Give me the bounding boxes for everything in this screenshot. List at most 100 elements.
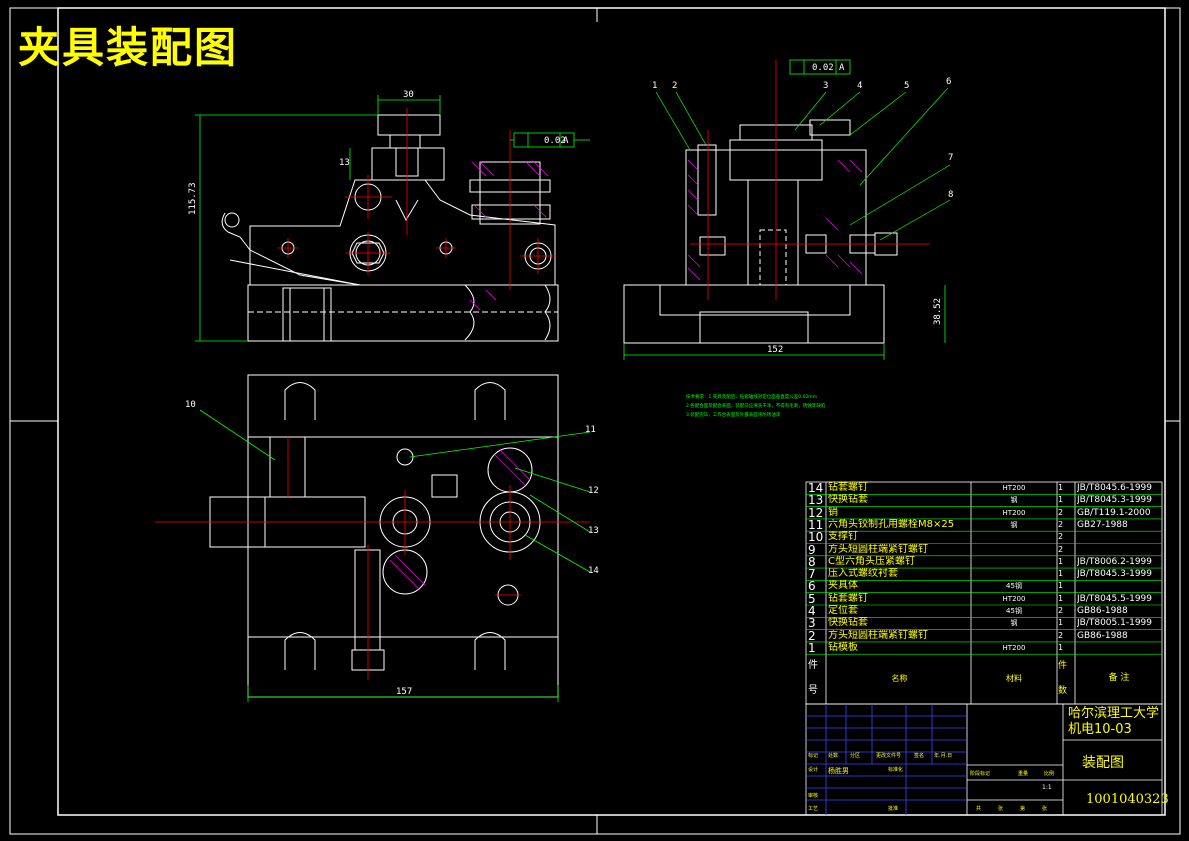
title-block-grid [805, 703, 1163, 816]
dim-top-width: 30 [403, 90, 414, 100]
part-name: 六角头铰制孔用螺栓M8×25 [828, 518, 955, 530]
part-qty: 1 [1058, 556, 1064, 566]
callout-14: 14 [588, 566, 599, 576]
part-qty: 1 [1058, 593, 1064, 603]
part-mat: 45钢 [1006, 607, 1022, 615]
dim-bottom-width: 157 [396, 687, 413, 697]
part-name: 定位套 [828, 605, 858, 616]
tb-label-stage: 阶段标记 [970, 771, 991, 777]
tb-label-ratio: 比例 [1044, 771, 1055, 777]
drawing-name: 装配图 [1082, 755, 1124, 771]
part-std: JB/T8045.3-1999 [1077, 569, 1153, 580]
part-qty: 1 [1058, 495, 1064, 505]
front-view-hatch [469, 161, 549, 311]
tolerance-value-1: 0.02 [544, 136, 566, 146]
scale-value: 1:1 [1042, 784, 1052, 791]
plan-view [209, 374, 559, 698]
part-std: GB27-1988 [1077, 519, 1128, 530]
part-no: 8 [808, 555, 816, 569]
part-mat: HT200 [1002, 508, 1026, 517]
part-qty: 1 [1058, 581, 1064, 591]
front-view-dims [195, 95, 590, 342]
tb-label-date: 年.月.日 [934, 753, 953, 759]
tb-label-approve: 批准 [888, 806, 899, 812]
part-no: 6 [808, 580, 816, 593]
part-no: 13 [808, 494, 824, 507]
part-no: 3 [808, 617, 816, 630]
side-view-leaders [655, 87, 951, 241]
part-name: C型六角头压紧螺钉 [828, 555, 915, 567]
part-name: 销 [828, 506, 838, 518]
table-header-qty: 件数 [1058, 661, 1068, 697]
table-header-remark: 备 注 [1108, 673, 1130, 684]
part-qty: 1 [1058, 569, 1064, 579]
part-mat: HT200 [1002, 643, 1026, 652]
part-no: 11 [808, 518, 824, 532]
callout-2: 2 [672, 81, 678, 91]
table-header-mat: 材料 [1006, 674, 1022, 684]
part-no: 14 [808, 482, 824, 495]
callout-7: 7 [948, 153, 954, 163]
side-view-hatch [687, 159, 863, 281]
part-no: 5 [808, 592, 816, 605]
side-view-centerlines [690, 60, 930, 300]
front-view [221, 114, 559, 342]
part-qty: 1 [1058, 642, 1064, 652]
part-mat: 钢 [1010, 520, 1018, 529]
part-name: 钻套螺钉 [828, 592, 868, 604]
callout-6: 6 [946, 77, 952, 87]
part-name: 钻模板 [828, 641, 858, 653]
part-no: 4 [808, 605, 816, 618]
front-view-centerlines [278, 108, 556, 290]
side-view-dims [623, 59, 946, 360]
note-line: 3.装配完毕，工作台表面及外露表面涂防锈油漆 [686, 413, 781, 418]
table-row: 12 销 HT200 2 GB/T119.1-2000 [806, 507, 1162, 519]
tb-label-standard: 标准化 [888, 767, 904, 773]
title-block: 哈尔滨理工大学机电10-03 装配图 1001040323 1:1 杨胜男 标记… [806, 704, 1169, 815]
tb-label-weight: 重量 [1018, 771, 1029, 777]
part-qty: 1 [1058, 483, 1064, 492]
callout-5: 5 [904, 81, 910, 91]
tb-label-review: 审核 [808, 793, 819, 799]
table-header-no: 件号 [808, 660, 818, 697]
part-mat: HT200 [1002, 594, 1026, 603]
drawing-title: 夹具装配图 [18, 23, 239, 72]
callout-8: 8 [948, 190, 954, 200]
part-std: GB/T119.1-2000 [1077, 507, 1151, 518]
table-row: 5 钻套螺钉 HT200 1 JB/T8045.5-1999 [806, 593, 1162, 605]
tb-label-sheet: 张 [998, 806, 1004, 812]
plan-view-dims [199, 409, 591, 702]
tb-label-design: 设计 [808, 767, 819, 773]
callout-4: 4 [857, 81, 863, 91]
part-qty: 2 [1058, 507, 1064, 517]
part-qty: 2 [1058, 532, 1064, 542]
plan-view-centerlines [155, 437, 590, 680]
callout-12: 12 [588, 486, 599, 496]
part-no: 9 [808, 543, 816, 556]
part-name: 方头短圆柱端紧钉螺钉 [828, 543, 928, 555]
tb-label-total: 共 [976, 806, 982, 812]
part-no: 12 [808, 506, 824, 519]
dim-right-height: 38.52 [933, 297, 943, 325]
part-std: JB/T8045.5-1999 [1077, 593, 1153, 604]
technical-notes: 技术要求：1.夹具装配后，钻套轴线对定位面垂直度公差0.02mm 2.各配合面及… [686, 393, 896, 420]
part-mat: 45钢 [1006, 582, 1022, 591]
tb-label-sign: 签名 [914, 753, 925, 759]
part-no: 2 [808, 629, 816, 642]
tolerance-datum-2: A [839, 63, 845, 73]
plan-view-hatch [389, 449, 531, 591]
part-name: 方头短圆柱端紧钉螺钉 [828, 629, 928, 641]
note-line: 技术要求：1.夹具装配后，钻套轴线对定位面垂直度公差0.02mm [686, 395, 818, 400]
